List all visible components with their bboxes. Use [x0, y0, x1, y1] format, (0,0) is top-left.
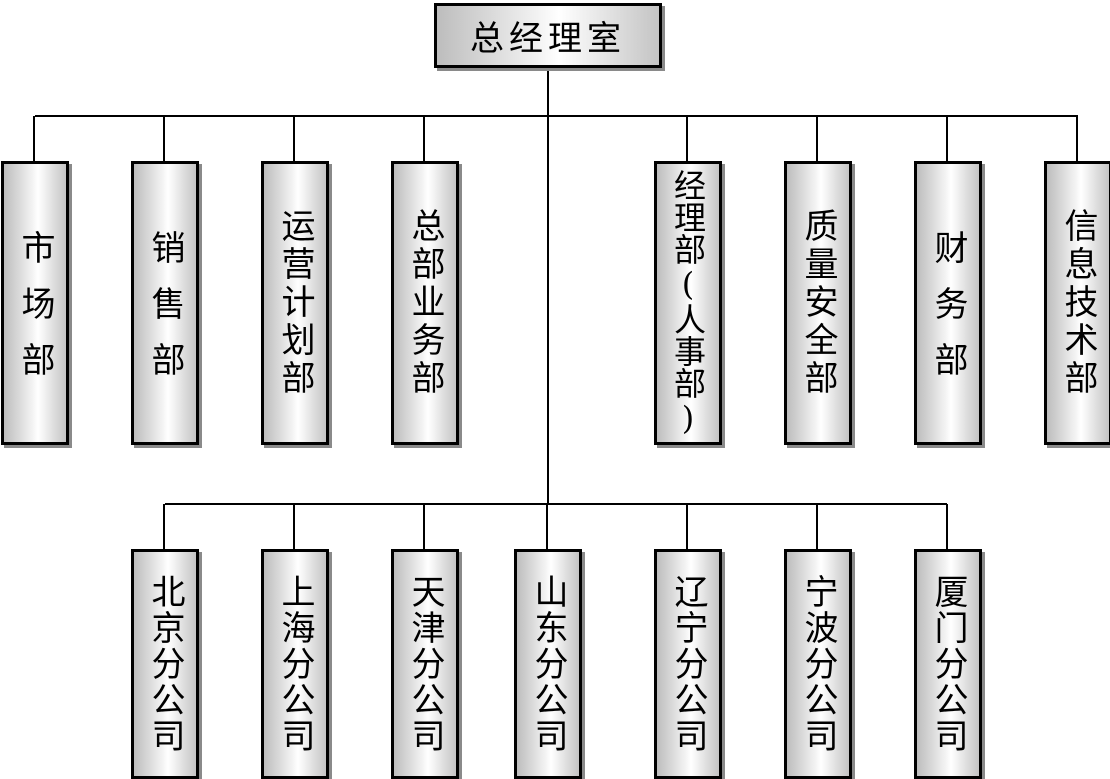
branch-box-liaoning: 辽宁分公司: [654, 549, 722, 779]
branch-drop-lines: [163, 504, 948, 549]
department-label: 经理部(人事部): [669, 169, 707, 437]
department-drop-lines: [33, 116, 1078, 161]
department-label: 财务部: [928, 230, 968, 398]
department-box-finance: 财务部: [914, 161, 982, 445]
general-manager-office-box: 总经理室: [434, 3, 662, 68]
branch-label: 北京分公司: [145, 574, 185, 754]
branch-box-beijing: 北京分公司: [131, 549, 199, 779]
department-box-headquarters-business: 总部业务部: [391, 161, 459, 445]
branch-box-shanghai: 上海分公司: [261, 549, 329, 779]
department-label: 总部业务部: [405, 208, 445, 398]
department-box-information-technology: 信息技术部: [1044, 161, 1110, 445]
branch-label: 辽宁分公司: [668, 574, 708, 754]
department-label: 信息技术部: [1058, 208, 1098, 398]
department-box-marketing: 市场部: [1, 161, 69, 445]
branch-label: 厦门分公司: [928, 574, 968, 754]
department-label: 市场部: [15, 230, 55, 398]
branch-label: 宁波分公司: [798, 574, 838, 754]
department-label: 销售部: [145, 230, 185, 398]
department-label: 质量安全部: [798, 208, 838, 398]
general-manager-office-label: 总经理室: [470, 19, 626, 59]
branch-box-tianjin: 天津分公司: [391, 549, 459, 779]
department-box-quality-safety: 质量安全部: [784, 161, 852, 445]
branch-label: 上海分公司: [275, 574, 315, 754]
branch-box-shandong: 山东分公司: [514, 549, 582, 779]
branch-label: 天津分公司: [405, 574, 445, 754]
branch-box-ningbo: 宁波分公司: [784, 549, 852, 779]
department-label: 运营计划部: [275, 208, 315, 398]
department-box-manager-hr: 经理部(人事部): [654, 161, 722, 445]
branch-box-xiamen: 厦门分公司: [914, 549, 982, 779]
department-box-operations-planning: 运营计划部: [261, 161, 329, 445]
department-box-sales: 销售部: [131, 161, 199, 445]
branch-label: 山东分公司: [528, 574, 568, 754]
